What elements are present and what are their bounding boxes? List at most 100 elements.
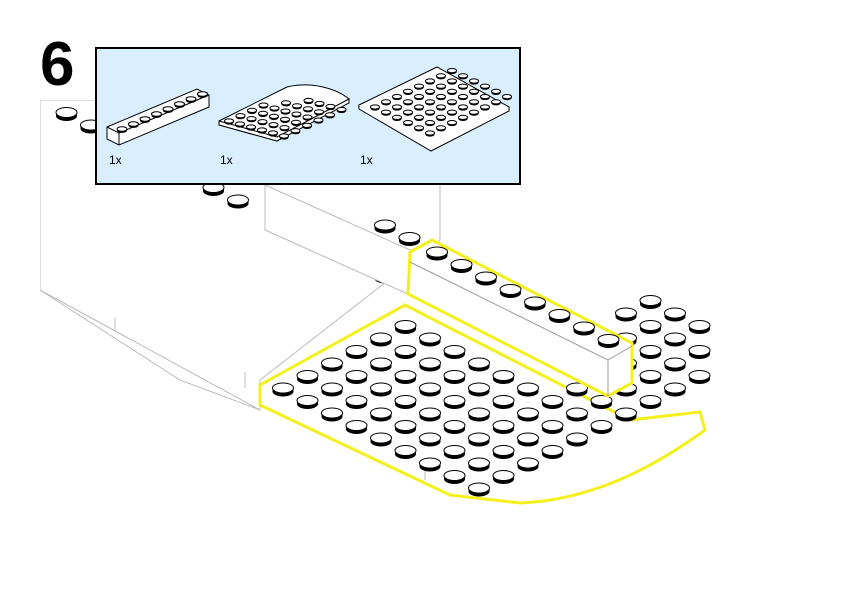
stud xyxy=(501,94,513,101)
stud xyxy=(268,122,279,129)
stud xyxy=(468,88,480,95)
stud xyxy=(541,445,564,459)
parts-list-panel: 1x 1x 1x xyxy=(95,47,521,185)
stud xyxy=(235,113,246,120)
stud xyxy=(301,122,313,129)
stud xyxy=(457,104,469,111)
stud xyxy=(380,99,392,106)
step-number: 6 xyxy=(40,30,75,99)
stud xyxy=(174,101,185,108)
stud xyxy=(443,395,466,409)
stud xyxy=(290,119,302,126)
stud xyxy=(419,357,441,372)
stud xyxy=(517,432,539,447)
stud xyxy=(639,320,662,334)
stud xyxy=(615,307,637,322)
stud xyxy=(267,130,279,137)
stud xyxy=(446,78,458,85)
stud xyxy=(457,73,469,80)
part-plate-6x8 xyxy=(357,66,513,152)
stud xyxy=(139,116,151,123)
stud xyxy=(394,370,417,384)
stud xyxy=(291,111,302,118)
stud xyxy=(492,395,515,409)
stud xyxy=(269,105,280,112)
stud xyxy=(548,309,571,323)
new-plates-highlighted xyxy=(258,295,711,505)
stud xyxy=(468,457,490,472)
part-quantity-2: 1x xyxy=(220,153,233,167)
stud xyxy=(370,332,392,347)
stud xyxy=(492,470,515,484)
stud xyxy=(639,345,662,359)
stud xyxy=(394,420,417,434)
stud xyxy=(664,357,686,372)
stud xyxy=(524,296,546,311)
stud xyxy=(369,104,381,111)
stud xyxy=(223,118,235,125)
stud xyxy=(321,357,343,372)
stud xyxy=(468,109,480,116)
stud xyxy=(419,457,441,472)
stud xyxy=(446,68,458,75)
stud xyxy=(479,83,491,90)
stud xyxy=(479,94,491,101)
stud xyxy=(234,121,246,128)
stud xyxy=(151,111,162,118)
stud xyxy=(278,133,290,140)
stud xyxy=(688,345,711,359)
stud xyxy=(313,117,324,124)
stud xyxy=(435,73,447,80)
stud xyxy=(468,357,490,372)
stud xyxy=(280,108,291,115)
stud xyxy=(424,120,436,127)
stud xyxy=(435,125,447,132)
stud xyxy=(475,271,497,286)
stud xyxy=(468,407,490,422)
stud xyxy=(517,457,539,472)
stud xyxy=(639,295,662,309)
stud xyxy=(597,334,620,348)
stud xyxy=(116,126,128,133)
stud xyxy=(450,259,473,273)
stud xyxy=(457,94,469,101)
stud xyxy=(413,94,425,101)
stud xyxy=(391,94,403,101)
stud xyxy=(468,78,480,85)
stud xyxy=(370,382,392,397)
stud xyxy=(268,113,280,120)
stud xyxy=(517,407,539,422)
stud xyxy=(424,78,436,85)
stud xyxy=(419,332,441,347)
stud xyxy=(457,83,469,90)
stud xyxy=(446,109,458,116)
stud xyxy=(566,382,588,397)
stud xyxy=(313,109,325,116)
stud xyxy=(279,125,290,132)
stud xyxy=(272,382,294,397)
stud xyxy=(380,109,392,116)
stud xyxy=(443,470,466,484)
stud xyxy=(468,482,490,497)
stud xyxy=(413,104,425,111)
stud xyxy=(479,104,491,111)
stud xyxy=(402,120,414,127)
stud xyxy=(424,109,436,116)
stud xyxy=(185,96,197,103)
stud xyxy=(258,102,269,109)
stud xyxy=(314,100,325,108)
stud xyxy=(55,107,78,121)
stud xyxy=(541,420,564,434)
stud xyxy=(419,432,441,447)
stud xyxy=(256,127,268,134)
stud xyxy=(303,97,314,105)
stud xyxy=(394,445,417,459)
stud xyxy=(302,106,314,113)
part-quantity-3: 1x xyxy=(360,153,373,167)
stud xyxy=(345,395,368,409)
stud xyxy=(321,382,343,397)
stud xyxy=(424,88,436,95)
part-plate-round-corner xyxy=(218,84,350,142)
stud xyxy=(227,194,249,209)
stud xyxy=(443,345,466,359)
